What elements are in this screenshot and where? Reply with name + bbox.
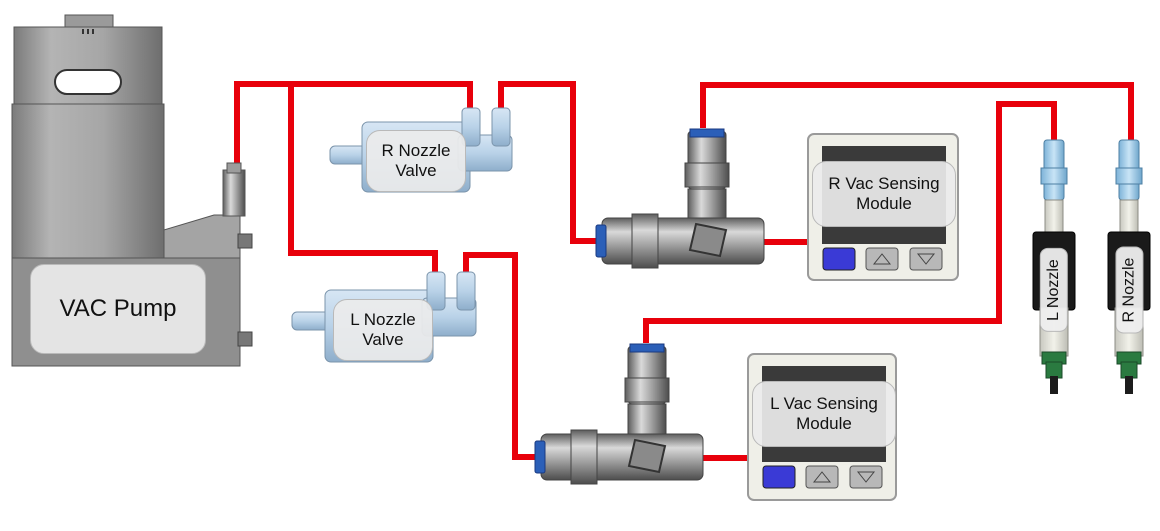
l-vac-sensing-module-label-line1: L Vac Sensing bbox=[770, 393, 878, 413]
l-tee-fitting bbox=[534, 343, 704, 485]
r-sensor-down-button[interactable] bbox=[909, 247, 943, 271]
l-sensor-set-button[interactable] bbox=[762, 465, 796, 489]
l-nozzle-valve-label-line1: L Nozzle bbox=[350, 309, 416, 329]
r-vac-sensing-module-label-line2: Module bbox=[856, 194, 912, 213]
triangle-down-icon bbox=[916, 253, 936, 265]
r-sensor-up-button[interactable] bbox=[865, 247, 899, 271]
triangle-up-icon bbox=[812, 471, 832, 483]
l-nozzle-label: L Nozzle bbox=[1024, 240, 1084, 340]
tube-r-valve-to-r-tee bbox=[498, 81, 598, 244]
r-nozzle-label-text: R Nozzle bbox=[1115, 246, 1143, 334]
l-nozzle-valve-label: L Nozzle Valve bbox=[333, 299, 433, 361]
triangle-up-icon bbox=[872, 253, 892, 265]
r-vac-sensing-module-label-line1: R Vac Sensing bbox=[828, 173, 940, 193]
tube-l-valve-to-l-tee bbox=[463, 252, 540, 460]
tube-l-tee-to-l-nozzle bbox=[643, 101, 1057, 343]
r-nozzle-label: R Nozzle bbox=[1099, 240, 1159, 340]
triangle-down-icon bbox=[856, 471, 876, 483]
tube-pump-to-l-valve bbox=[288, 84, 438, 275]
l-nozzle-label-text: L Nozzle bbox=[1040, 248, 1068, 332]
l-vac-sensing-module-label-line2: Module bbox=[796, 414, 852, 433]
tube-r-tee-to-r-nozzle bbox=[700, 82, 1134, 140]
r-nozzle-valve-label-line2: Valve bbox=[395, 161, 437, 180]
l-vac-sensing-module-label: L Vac Sensing Module bbox=[752, 381, 896, 447]
vac-pump-label: VAC Pump bbox=[30, 264, 206, 354]
l-sensor-down-button[interactable] bbox=[849, 465, 883, 489]
l-sensor-up-button[interactable] bbox=[805, 465, 839, 489]
r-tee-fitting bbox=[595, 128, 765, 269]
r-sensor-set-button[interactable] bbox=[822, 247, 856, 271]
tube-pump-to-r-valve bbox=[234, 81, 473, 175]
tubing-lines bbox=[234, 81, 1134, 461]
vac-pump-label-text: VAC Pump bbox=[59, 294, 177, 322]
l-nozzle-valve-label-line2: Valve bbox=[362, 330, 404, 349]
r-nozzle-valve-label-line1: R Nozzle bbox=[381, 140, 451, 160]
r-nozzle-valve-label: R Nozzle Valve bbox=[366, 130, 466, 192]
r-vac-sensing-module-label: R Vac Sensing Module bbox=[812, 161, 956, 227]
